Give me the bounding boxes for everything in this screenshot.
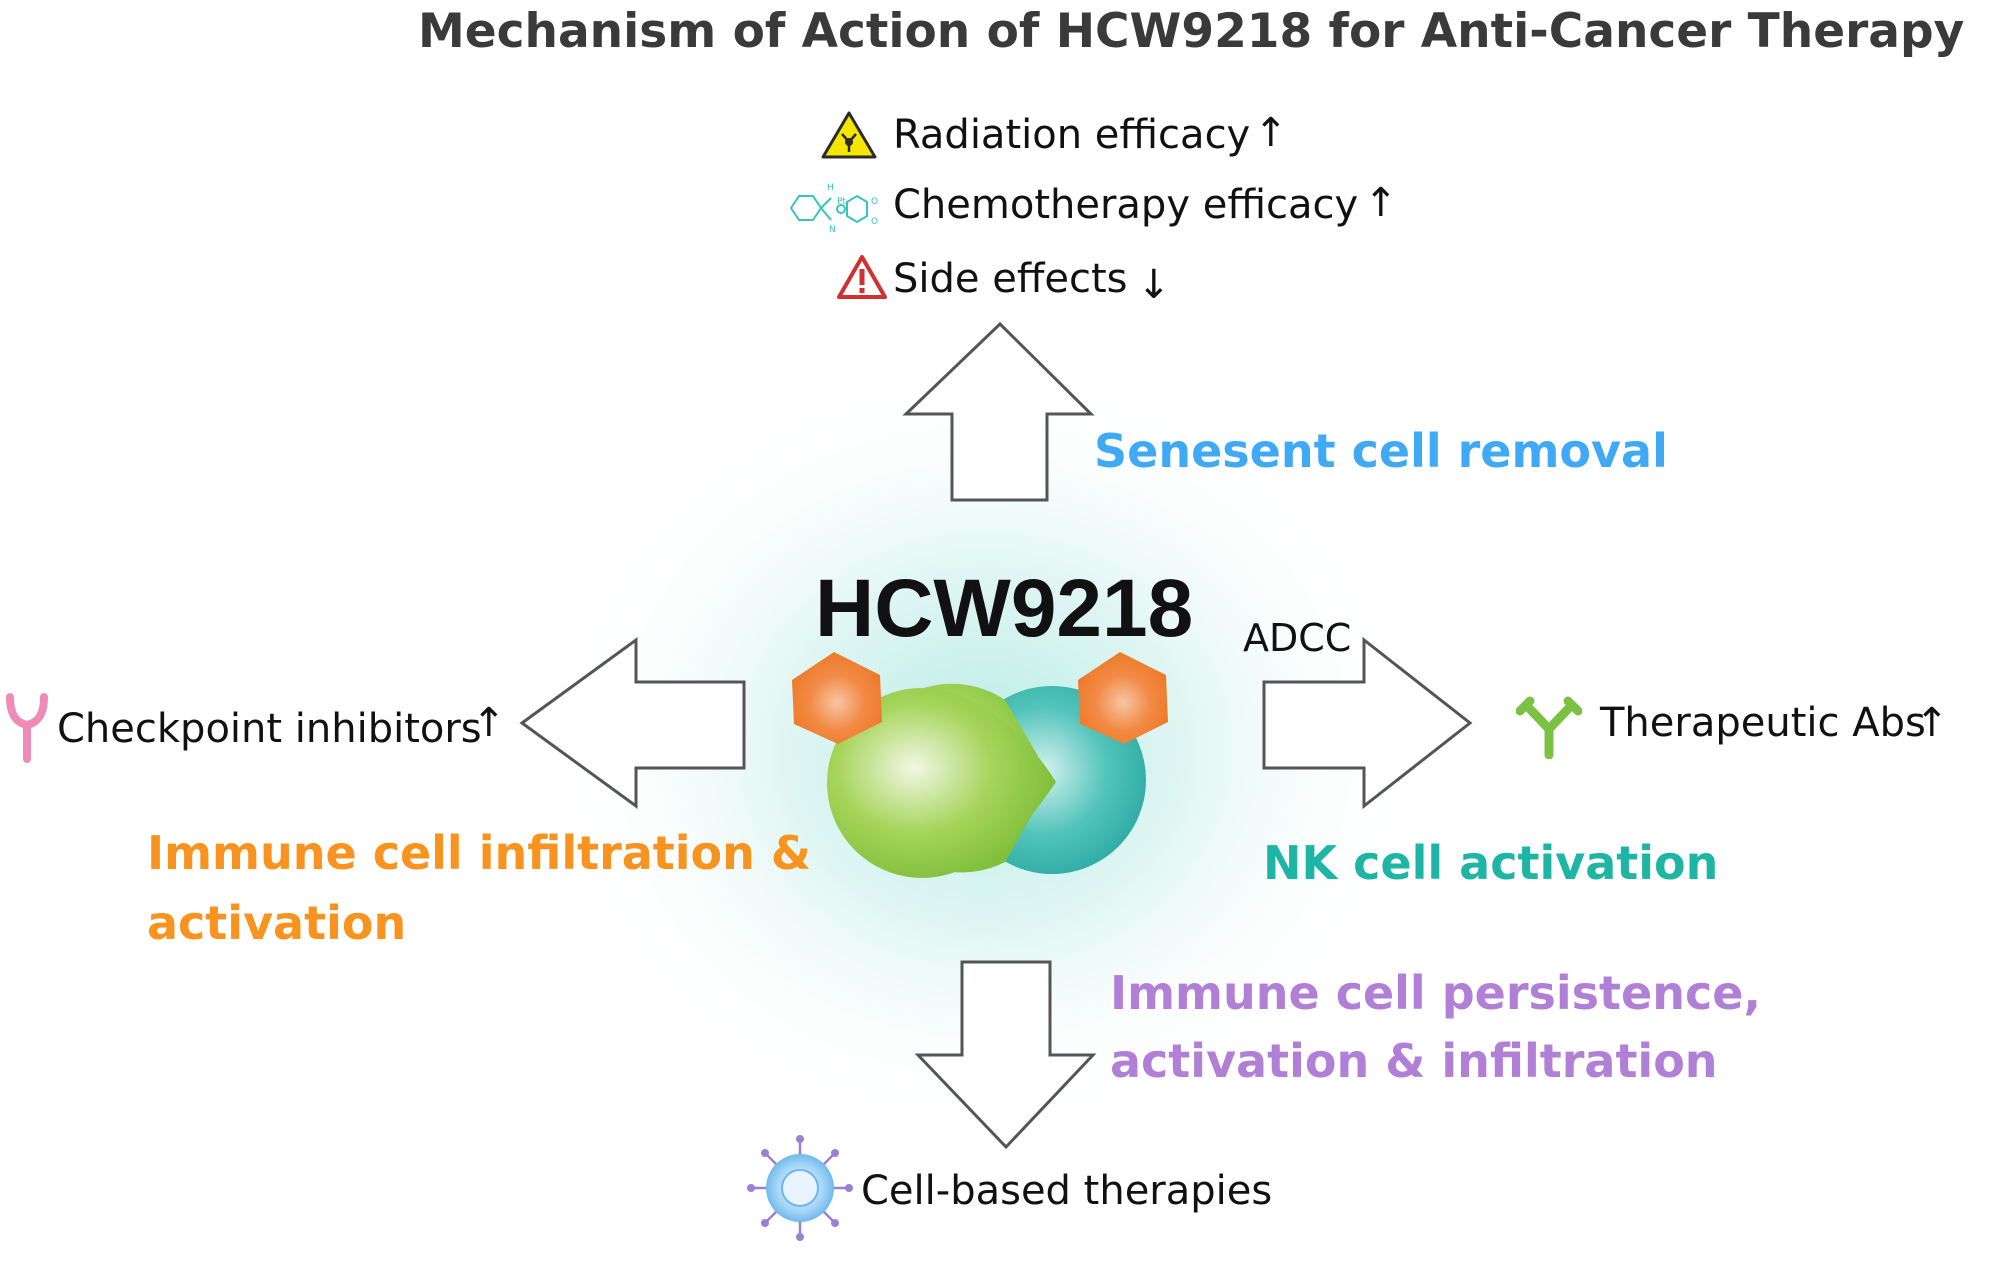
effect-chemotherapy-trend: ↑ xyxy=(1364,180,1398,226)
mechanism-senescent: Senesent cell removal xyxy=(1094,424,1668,478)
down-arrow xyxy=(914,960,1097,1150)
effect-radiation-text: Radiation efficacy xyxy=(893,112,1251,158)
antibody-icon xyxy=(1516,696,1582,759)
svg-text:O: O xyxy=(871,217,878,227)
orange-pentagon-left xyxy=(792,652,882,744)
svg-text:Pt: Pt xyxy=(837,197,846,207)
radiation-warning-icon xyxy=(821,111,877,159)
mechanism-persistence-line2: activation & infiltration xyxy=(1110,1034,1718,1088)
mechanism-persistence-line1: Immune cell persistence, xyxy=(1110,966,1761,1020)
svg-text:N: N xyxy=(829,225,836,235)
up-arrow xyxy=(902,321,1095,502)
right-arrow xyxy=(1262,636,1473,810)
left-arrow xyxy=(519,637,746,809)
effect-side-effects-trend: ↓ xyxy=(1137,262,1171,308)
orange-pentagon-right xyxy=(1078,652,1168,744)
effect-radiation-trend: ↑ xyxy=(1254,110,1288,156)
warning-icon xyxy=(837,255,887,299)
mechanism-immune-infiltration-line1: Immune cell infiltration & xyxy=(147,826,812,880)
immune-cell-icon xyxy=(747,1135,853,1241)
mechanism-immune-infiltration-line2: activation xyxy=(147,896,407,950)
right-target-text: Therapeutic Abs xyxy=(1600,700,1926,746)
svg-text:O: O xyxy=(871,197,878,207)
bottom-target-text: Cell-based therapies xyxy=(861,1168,1273,1214)
left-target-text: Checkpoint inhibitors xyxy=(57,706,482,752)
receptor-icon xyxy=(6,693,48,763)
page-title: Mechanism of Action of HCW9218 for Anti-… xyxy=(418,4,1965,59)
right-target-trend: ↑ xyxy=(1915,700,1949,746)
drug-name: HCW9218 xyxy=(815,563,1194,654)
svg-text:H: H xyxy=(827,183,834,193)
mechanism-nk-activation: NK cell activation xyxy=(1263,836,1719,890)
effect-side-effects-text: Side effects xyxy=(893,256,1128,302)
effect-chemotherapy-text: Chemotherapy efficacy xyxy=(893,182,1359,228)
adcc-label: ADCC xyxy=(1243,616,1352,660)
left-target-trend: ↑ xyxy=(472,700,506,746)
